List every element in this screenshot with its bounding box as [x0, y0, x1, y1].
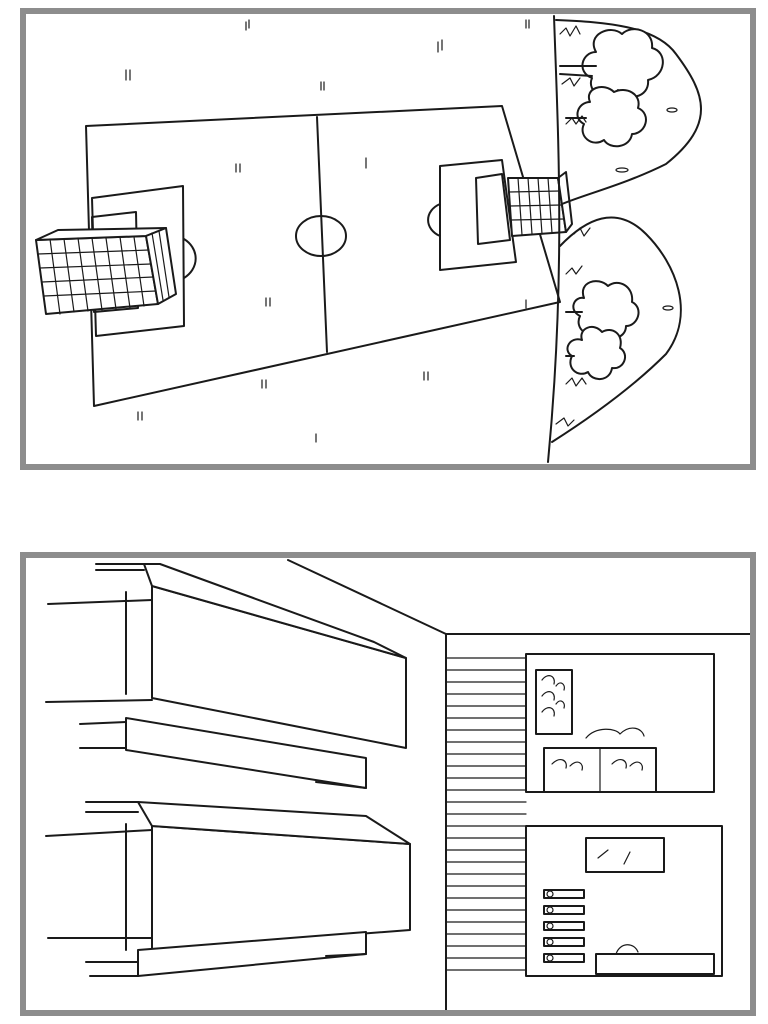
window-icon	[585, 837, 665, 873]
soccer-field-illustration	[35, 15, 702, 463]
soccer-field-panel	[20, 8, 756, 470]
shelf-icon	[535, 669, 573, 735]
wall-pegs-icon	[543, 889, 585, 963]
bedroom-room	[525, 825, 723, 977]
right-penalty-arc	[427, 203, 441, 237]
goal-right-icon	[507, 171, 573, 237]
dining-room-illustration	[45, 559, 750, 1010]
kitchen-counter-icon	[543, 727, 657, 793]
lower-hill	[551, 216, 682, 443]
horizon-line	[547, 15, 561, 463]
table-top	[151, 825, 411, 951]
tree-cluster-icon	[559, 28, 664, 148]
goal-left-icon	[35, 227, 177, 315]
upper-hill	[555, 19, 702, 205]
right-goal-box	[475, 173, 511, 245]
staircase	[445, 657, 527, 971]
grass-tufts	[555, 25, 678, 427]
table-edge	[143, 563, 407, 659]
center-circle	[295, 215, 347, 257]
long-table-lower	[45, 801, 411, 951]
bench-upper	[79, 717, 367, 789]
field-grass-marks	[125, 19, 530, 443]
bench-lower	[85, 931, 367, 977]
tree-cluster-icon	[565, 280, 640, 380]
wall-edge	[287, 559, 447, 635]
long-table-upper	[45, 563, 407, 749]
dining-room-panel	[20, 552, 756, 1016]
bed-icon	[595, 944, 715, 975]
left-penalty-arc	[183, 238, 197, 279]
halfway-line	[316, 116, 328, 353]
